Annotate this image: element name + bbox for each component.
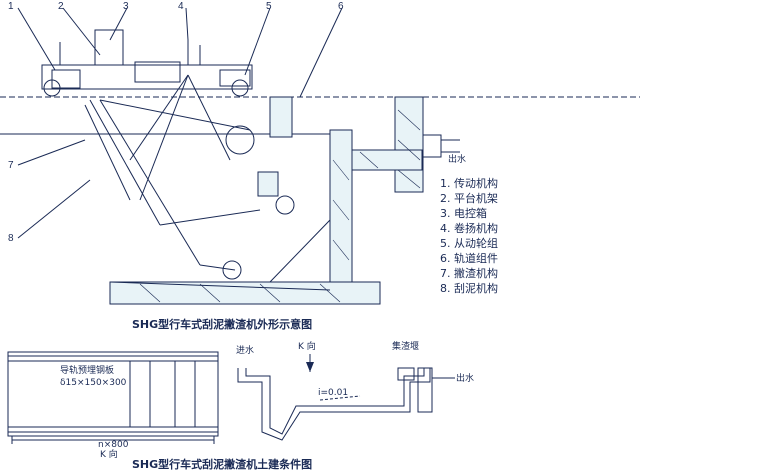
plan-view bbox=[7, 351, 219, 444]
scraper-arms bbox=[84, 74, 295, 280]
tank-wall bbox=[109, 96, 424, 305]
part-number-6: 6 bbox=[338, 1, 344, 12]
legend-item: 7. 撇渣机构 bbox=[440, 266, 498, 280]
carriage bbox=[41, 29, 253, 97]
plan-direction-label: K 向 bbox=[100, 448, 118, 460]
driven-wheel bbox=[231, 79, 249, 97]
control-box bbox=[94, 29, 124, 66]
plate-label-1: 导轨预埋钢板 bbox=[60, 364, 114, 376]
legend-item: 2. 平台机架 bbox=[440, 191, 498, 205]
outlet-label-top: 出水 bbox=[448, 153, 466, 165]
legend-item: 6. 轨道组件 bbox=[440, 251, 498, 265]
part-number-5: 5 bbox=[266, 1, 272, 12]
legend: 1. 传动机构 2. 平台机架 3. 电控箱 4. 卷扬机构 5. 从动轮组 6… bbox=[440, 176, 498, 295]
dimension-label: n×800 bbox=[98, 440, 129, 450]
part-number-7: 7 bbox=[8, 160, 14, 171]
leader-lines bbox=[17, 7, 343, 239]
inlet-label: 进水 bbox=[236, 344, 254, 356]
legend-item: 8. 刮泥机构 bbox=[440, 281, 498, 295]
legend-item: 5. 从动轮组 bbox=[440, 236, 498, 250]
section-view bbox=[237, 354, 455, 441]
slope-label: i=0.01 bbox=[318, 388, 348, 398]
legend-item: 1. 传动机构 bbox=[440, 176, 498, 190]
caption-bottom: SHG型行车式刮泥撇渣机土建条件图 bbox=[132, 457, 312, 471]
part-number-1: 1 bbox=[8, 1, 14, 12]
plate-label-2: δ15×150×300 bbox=[60, 378, 127, 388]
caption-top: SHG型行车式刮泥撇渣机外形示意图 bbox=[132, 317, 312, 331]
outlet-pipe bbox=[422, 134, 460, 158]
part-number-3: 3 bbox=[123, 1, 129, 12]
legend-item: 4. 卷扬机构 bbox=[440, 221, 498, 235]
part-number-8: 8 bbox=[8, 233, 14, 244]
scum-trough-label: 集渣堰 bbox=[392, 340, 419, 352]
part-number-2: 2 bbox=[58, 1, 64, 12]
part-number-4: 4 bbox=[178, 1, 184, 12]
section-outlet-label: 出水 bbox=[456, 372, 474, 384]
section-direction-label: K 向 bbox=[298, 340, 316, 352]
legend-item: 3. 电控箱 bbox=[440, 206, 487, 220]
drive-wheel bbox=[43, 79, 61, 97]
